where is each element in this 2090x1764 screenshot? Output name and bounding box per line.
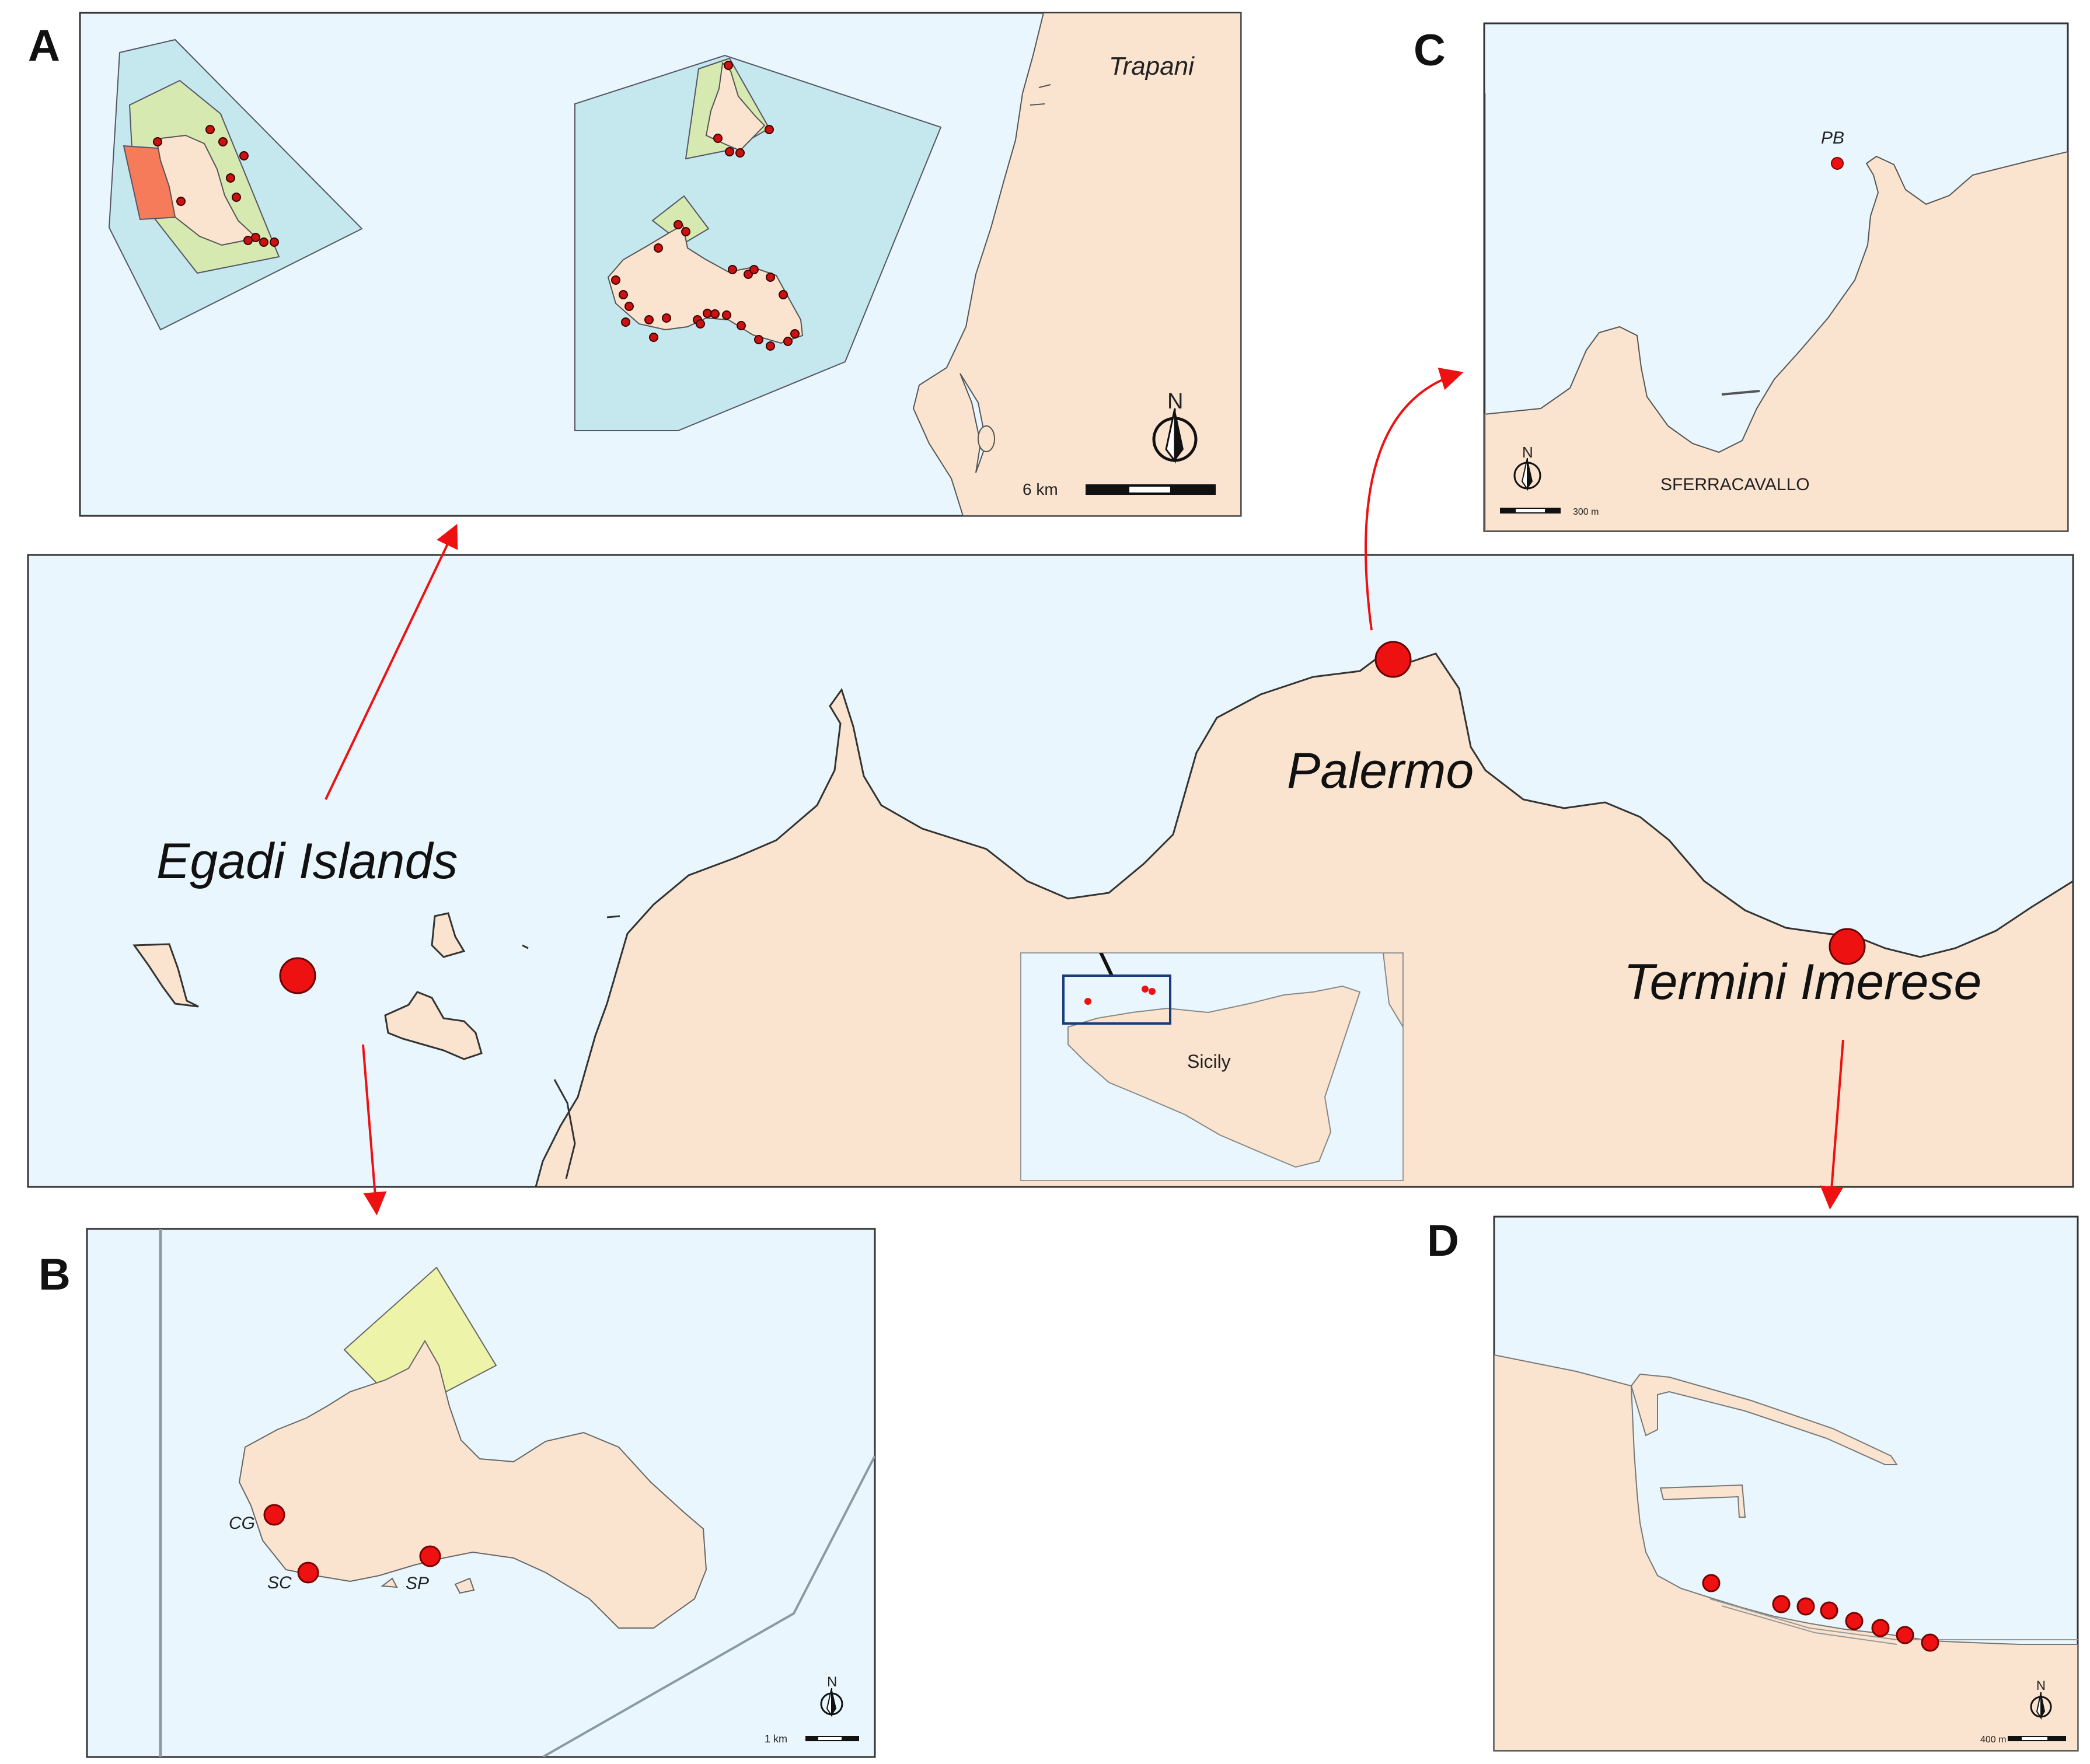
pb-site-label: PB [1821,128,1844,148]
site-cg-label: CG [229,1514,255,1533]
termini-harbour-land [1494,1354,2078,1751]
pb-site-marker [1831,157,1844,170]
palermo-label: Palermo [1287,743,1474,799]
panel-b-scale-bar: 1 km [765,1733,859,1745]
arrow-to-panel-b [362,1044,387,1215]
svg-text:N: N [1167,389,1183,414]
inset-study-area-box [1062,974,1171,1025]
svg-text:N: N [2036,1678,2046,1693]
svg-text:N: N [1522,443,1533,461]
site-sc-marker [297,1562,319,1584]
levanzo-island-main [431,912,466,958]
panel-a-letter: A [28,21,60,71]
termini-imerese-label: Termini Imerese [1624,954,1981,1010]
connector-arrows [325,368,1844,1215]
termini-breakwater [1630,1373,1898,1465]
panel-c-letter: C [1414,26,1446,75]
sicily-island-inset [1067,985,1361,1168]
panel-c-north-arrow: N [1513,443,1541,491]
panel-c-map: PB SFERRACAVALLO N 300 m [1483,22,2069,532]
panel-d-north-arrow: N [2030,1678,2052,1720]
main-map: Sicily Egadi Islands Palermo Termini Ime… [27,554,2074,1188]
panel-c-place-label: SFERRACAVALLO [1660,475,1810,494]
egadi-site-marker [279,957,316,994]
panel-d-sampling-sites [1702,1574,1939,1652]
svg-text:6 km: 6 km [1023,480,1058,498]
arrow-to-panel-c [1365,368,1464,631]
panel-c-scale-bar: 300 m [1500,507,1599,517]
panel-a-north-arrow: N [1152,389,1198,464]
marettimo-island-main [132,943,199,1008]
favignana-island-detail [238,1340,707,1629]
favignana-zone-yellow [343,1266,497,1399]
panel-a-place-label: Trapani [1109,52,1195,81]
panel-b-map: CG SC SP N 1 km [86,1228,876,1758]
arrow-to-panel-d [1820,1039,1844,1210]
site-sc-label: SC [267,1573,292,1592]
panel-d-letter: D [1427,1216,1459,1266]
egadi-zone-c [574,54,942,431]
svg-text:400 m: 400 m [1980,1735,2006,1745]
sferracavallo-coastline [1484,151,2068,531]
panel-a-scale-bar: 6 km [1023,480,1216,498]
sicily-inset-map: Sicily [1020,952,1404,1181]
site-sp-label: SP [406,1574,429,1593]
site-sp-marker [419,1545,441,1567]
sicily-inset-label: Sicily [1187,1051,1231,1072]
favignana-island-main [384,991,483,1060]
panel-a-sampling-sites [153,61,800,351]
arrow-to-panel-a [325,523,458,800]
palermo-site-marker [1374,641,1412,678]
site-cg-marker [263,1504,285,1526]
termini-site-marker [1829,928,1866,965]
panel-a-map: Trapani N 6 km [79,12,1242,517]
svg-text:N: N [827,1674,837,1690]
egadi-islands-label: Egadi Islands [156,833,458,889]
panel-b-north-arrow: N [820,1674,843,1718]
panel-b-letter: B [39,1250,71,1300]
trapani-coastline [912,13,1241,516]
panel-d-map: N 400 m [1493,1215,2079,1752]
svg-text:300 m: 300 m [1573,507,1599,517]
sicily-north-coast [535,652,2073,1187]
svg-text:1 km: 1 km [765,1733,787,1745]
panel-d-scale-bar: 400 m [1980,1735,2066,1745]
